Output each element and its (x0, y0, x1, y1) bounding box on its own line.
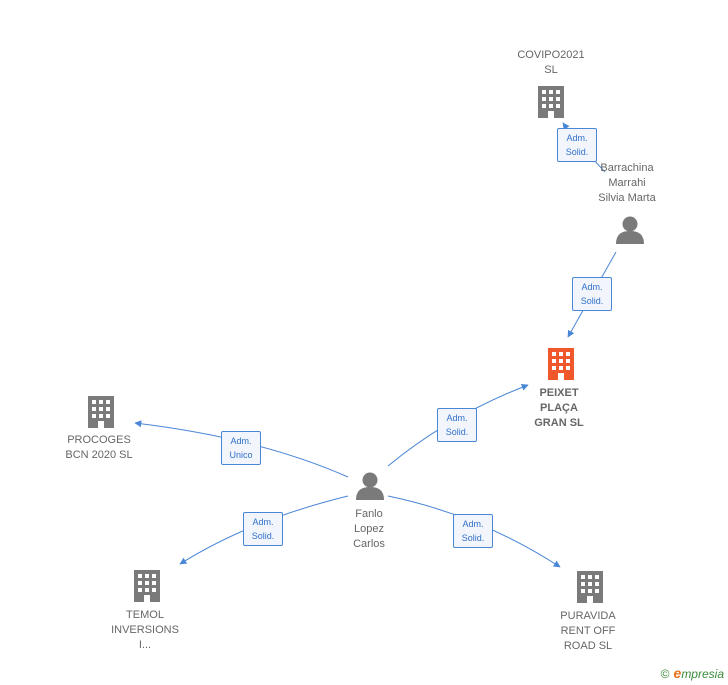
brand-name: mpresia (681, 667, 724, 681)
edge-label-line: Solid. (251, 531, 275, 541)
node-label-temol[interactable]: TEMOL INVERSIONS I... (111, 608, 179, 653)
node-label-line: TEMOL (126, 609, 164, 621)
edge-label-fanlo-procoges[interactable]: Adm. Unico (221, 431, 261, 465)
edge-label-line: Adm. (446, 413, 468, 423)
edge-label-line: Solid. (445, 427, 469, 437)
node-label-line: PURAVIDA (560, 610, 616, 622)
node-label-procoges[interactable]: PROCOGES BCN 2020 SL (65, 433, 132, 463)
building-icon-temol[interactable] (134, 570, 160, 602)
edge-label-line: Adm. (581, 282, 603, 292)
node-label-line: GRAN SL (534, 417, 584, 429)
node-label-line: Barrachina (600, 162, 654, 174)
node-label-line: Fanlo (355, 508, 383, 520)
edge-label-line: Adm. (252, 517, 274, 527)
edge-label-line: Adm. (462, 519, 484, 529)
edge-label-line: Adm. (566, 133, 588, 143)
brand-footer: ©empresia (661, 665, 724, 681)
building-icon-peixet[interactable] (548, 348, 574, 380)
node-label-peixet[interactable]: PEIXET PLAÇA GRAN SL (534, 386, 584, 431)
edge-label-barrachina-peixet[interactable]: Adm. Solid. (572, 277, 612, 311)
edge-label-line: Solid. (565, 147, 589, 157)
edge-label-line: Adm. (230, 436, 252, 446)
edge-label-fanlo-puravida[interactable]: Adm. Solid. (453, 514, 493, 548)
copyright-symbol: © (660, 667, 670, 681)
node-label-puravida[interactable]: PURAVIDA RENT OFF ROAD SL (560, 609, 615, 654)
building-icon-puravida[interactable] (577, 571, 603, 603)
node-label-barrachina[interactable]: Barrachina Marrahi Silvia Marta (598, 161, 655, 206)
node-label-line: SL (544, 64, 558, 76)
edge-label-barrachina-covipo[interactable]: Adm. Solid. (557, 128, 597, 162)
building-icon-procoges[interactable] (88, 396, 114, 428)
edge-label-line: Unico (229, 450, 253, 460)
node-label-line: Carlos (353, 538, 385, 550)
brand-logo-initial: e (673, 665, 682, 681)
edge-label-line: Solid. (580, 296, 604, 306)
node-label-line: I... (138, 639, 152, 651)
node-label-line: Marrahi (608, 177, 646, 189)
node-label-covipo[interactable]: COVIPO2021 SL (517, 48, 584, 78)
edge-label-fanlo-temol[interactable]: Adm. Solid. (243, 512, 283, 546)
edge-label-fanlo-peixet[interactable]: Adm. Solid. (437, 408, 477, 442)
building-icon-covipo[interactable] (538, 86, 564, 118)
node-label-line: PEIXET (539, 387, 579, 399)
node-label-line: PLAÇA (540, 402, 578, 414)
node-label-line: Silvia Marta (598, 192, 656, 204)
edge-label-line: Solid. (461, 533, 485, 543)
node-label-line: COVIPO2021 (517, 49, 585, 61)
node-label-line: Lopez (354, 523, 384, 535)
node-label-fanlo[interactable]: Fanlo Lopez Carlos (353, 507, 385, 552)
node-label-line: PROCOGES (67, 434, 131, 446)
person-icon-barrachina[interactable] (616, 216, 644, 245)
person-icon-fanlo[interactable] (356, 472, 384, 501)
node-label-line: INVERSIONS (111, 624, 179, 636)
node-label-line: RENT OFF (560, 625, 616, 637)
node-label-line: BCN 2020 SL (65, 449, 133, 461)
node-label-line: ROAD SL (563, 640, 613, 652)
